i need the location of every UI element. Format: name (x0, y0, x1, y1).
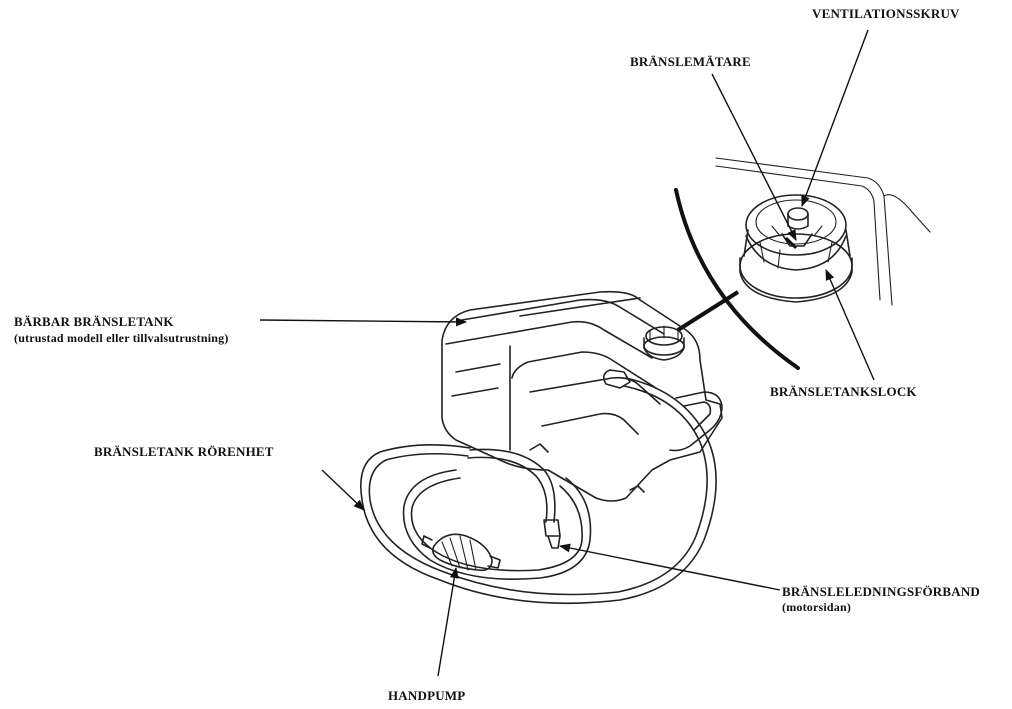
leader-bransletank-rorenhet (321, 469, 365, 511)
hand-pump-bulb (421, 533, 501, 572)
label-barbar-bransletank: BÄRBAR BRÄNSLETANK (14, 314, 174, 329)
label-ventilationsskruv: VENTILATIONSSKRUV (812, 6, 960, 21)
label-barbar-bransletank-sub: (utrustad modell eller tillvalsutrustnin… (14, 331, 229, 345)
fuel-hose-assembly (360, 377, 717, 605)
engine-side-connector (543, 519, 561, 549)
leader-ventilationsskruv (801, 29, 869, 208)
leader-bransleledningsforband (558, 543, 781, 591)
leader-lines (259, 29, 875, 677)
vent-screw (787, 207, 809, 230)
cap-detail-inset (674, 157, 931, 370)
portable-fuel-tank (441, 290, 723, 502)
fuel-gauge (781, 233, 813, 250)
label-bransletanksslock: BRÄNSLETANKSLOCK (770, 384, 917, 399)
leader-bransle-matare (711, 73, 797, 241)
label-bransletank-rorenhet: BRÄNSLETANK RÖRENHET (94, 444, 274, 459)
labels: VENTILATIONSSKRUV BRÄNSLEMÄTARE BÄRBAR B… (14, 6, 980, 703)
fuel-cap-small (643, 325, 685, 361)
leader-handpump (437, 566, 459, 677)
label-handpump: HANDPUMP (388, 688, 465, 703)
label-bransleledningsforband: BRÄNSLELEDNINGSFÖRBAND (782, 584, 980, 599)
leader-barbar-bransletank (259, 317, 468, 327)
fuel-cap-large (739, 194, 853, 303)
leader-bransletanksslock (825, 268, 875, 381)
label-bransle-matare: BRÄNSLEMÄTARE (630, 54, 751, 69)
label-bransleledningsforband-sub: (motorsidan) (782, 600, 851, 614)
